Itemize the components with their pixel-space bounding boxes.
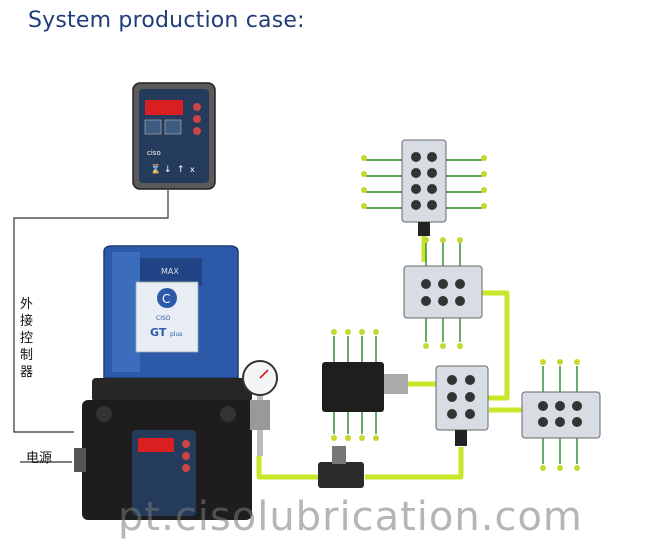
progressive-distributor-top [401, 139, 447, 236]
controller-button-1: ⌛ [150, 163, 161, 175]
controller-brand: ciso [147, 149, 161, 157]
external-controller: ciso ⌛ ↓ ↑ x [132, 82, 216, 190]
control-wiring [13, 190, 169, 463]
controller-button-4: x [190, 165, 195, 174]
grease-drops-icon [331, 155, 580, 471]
progressive-distributor-right [521, 391, 601, 439]
black-distributor [322, 362, 408, 412]
controller-display [145, 100, 183, 115]
progressive-distributor-main [435, 365, 489, 446]
grease-pump: MAX C CISO GT plus [74, 245, 278, 520]
power-label: 电源 [26, 451, 53, 466]
progressive-distributor-mid [403, 265, 483, 319]
lubrication-pipes [256, 236, 522, 480]
max-mark: MAX [161, 267, 179, 276]
watermark: pt.cisolubrication.com [118, 494, 583, 540]
controller-button-2: ↓ [164, 165, 172, 175]
pump-logo-text: CISO [156, 315, 171, 322]
ciso-logo-icon [157, 288, 177, 308]
outlet-lines [333, 159, 578, 464]
svg-text:C: C [162, 292, 170, 306]
page-title: System production case: [28, 8, 305, 33]
external-controller-label: 外接控制器 [20, 297, 34, 380]
pump-model: GT [150, 326, 167, 339]
pump-model-suffix: plus [170, 331, 182, 338]
line-filter [318, 446, 364, 488]
controller-button-3: ↑ [177, 165, 185, 175]
pump-display [138, 438, 174, 452]
